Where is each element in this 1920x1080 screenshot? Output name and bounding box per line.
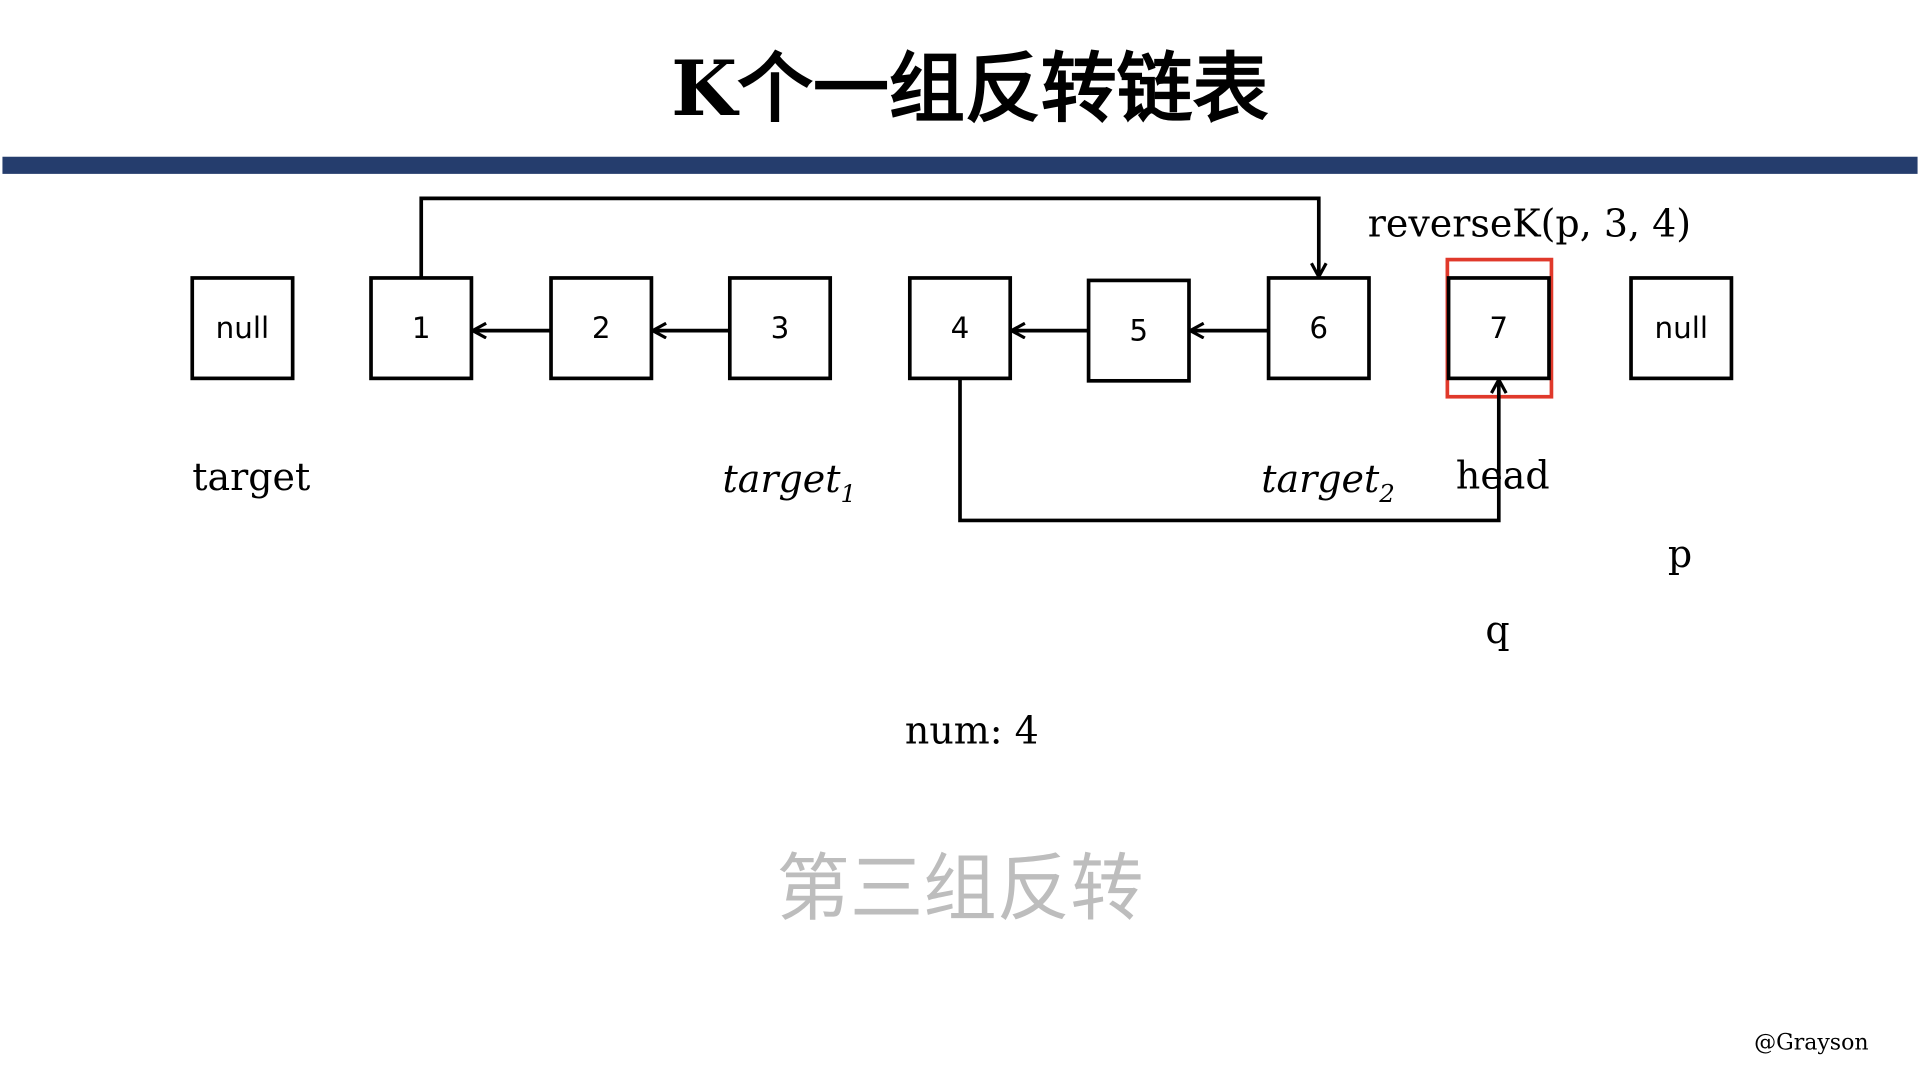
svg-text:3: 3 [771, 311, 790, 345]
svg-text:5: 5 [1129, 313, 1148, 347]
svg-text:null: null [1654, 311, 1708, 345]
svg-text:null: null [216, 311, 270, 345]
node-5: 5 [1086, 278, 1191, 383]
pointer-target1: target1 [722, 457, 856, 508]
svg-text:1: 1 [412, 311, 431, 345]
pointer-q: q [1485, 608, 1509, 652]
call-label: reverseK(p, 3, 4) [1368, 201, 1691, 245]
node-null-start: null [190, 276, 295, 381]
node-null-end: null [1629, 276, 1734, 381]
pointer-target: target [192, 455, 310, 499]
step-subtitle: 第三组反转 [776, 846, 1143, 931]
node-4: 4 [907, 276, 1013, 381]
node-7: 7 [1446, 276, 1551, 381]
pointer-head: head [1456, 454, 1550, 498]
arrow-1-to-6 [419, 196, 1319, 278]
slide-title: K个一组反转链表 [671, 44, 1268, 133]
author-credit: @Grayson [1754, 1030, 1869, 1055]
num-label: num: 4 [905, 708, 1039, 752]
node-3: 3 [727, 276, 833, 381]
svg-text:2: 2 [592, 311, 611, 345]
svg-text:6: 6 [1309, 311, 1328, 345]
node-2: 2 [549, 276, 654, 381]
node-6: 6 [1266, 276, 1371, 381]
svg-text:7: 7 [1489, 311, 1508, 345]
pointer-target2: target2 [1261, 457, 1395, 508]
arrow-4-to-7 [958, 378, 1499, 523]
svg-text:4: 4 [951, 311, 970, 345]
header-rule [2, 156, 1918, 174]
pointer-p: p [1668, 532, 1692, 576]
node-1: 1 [369, 276, 474, 381]
